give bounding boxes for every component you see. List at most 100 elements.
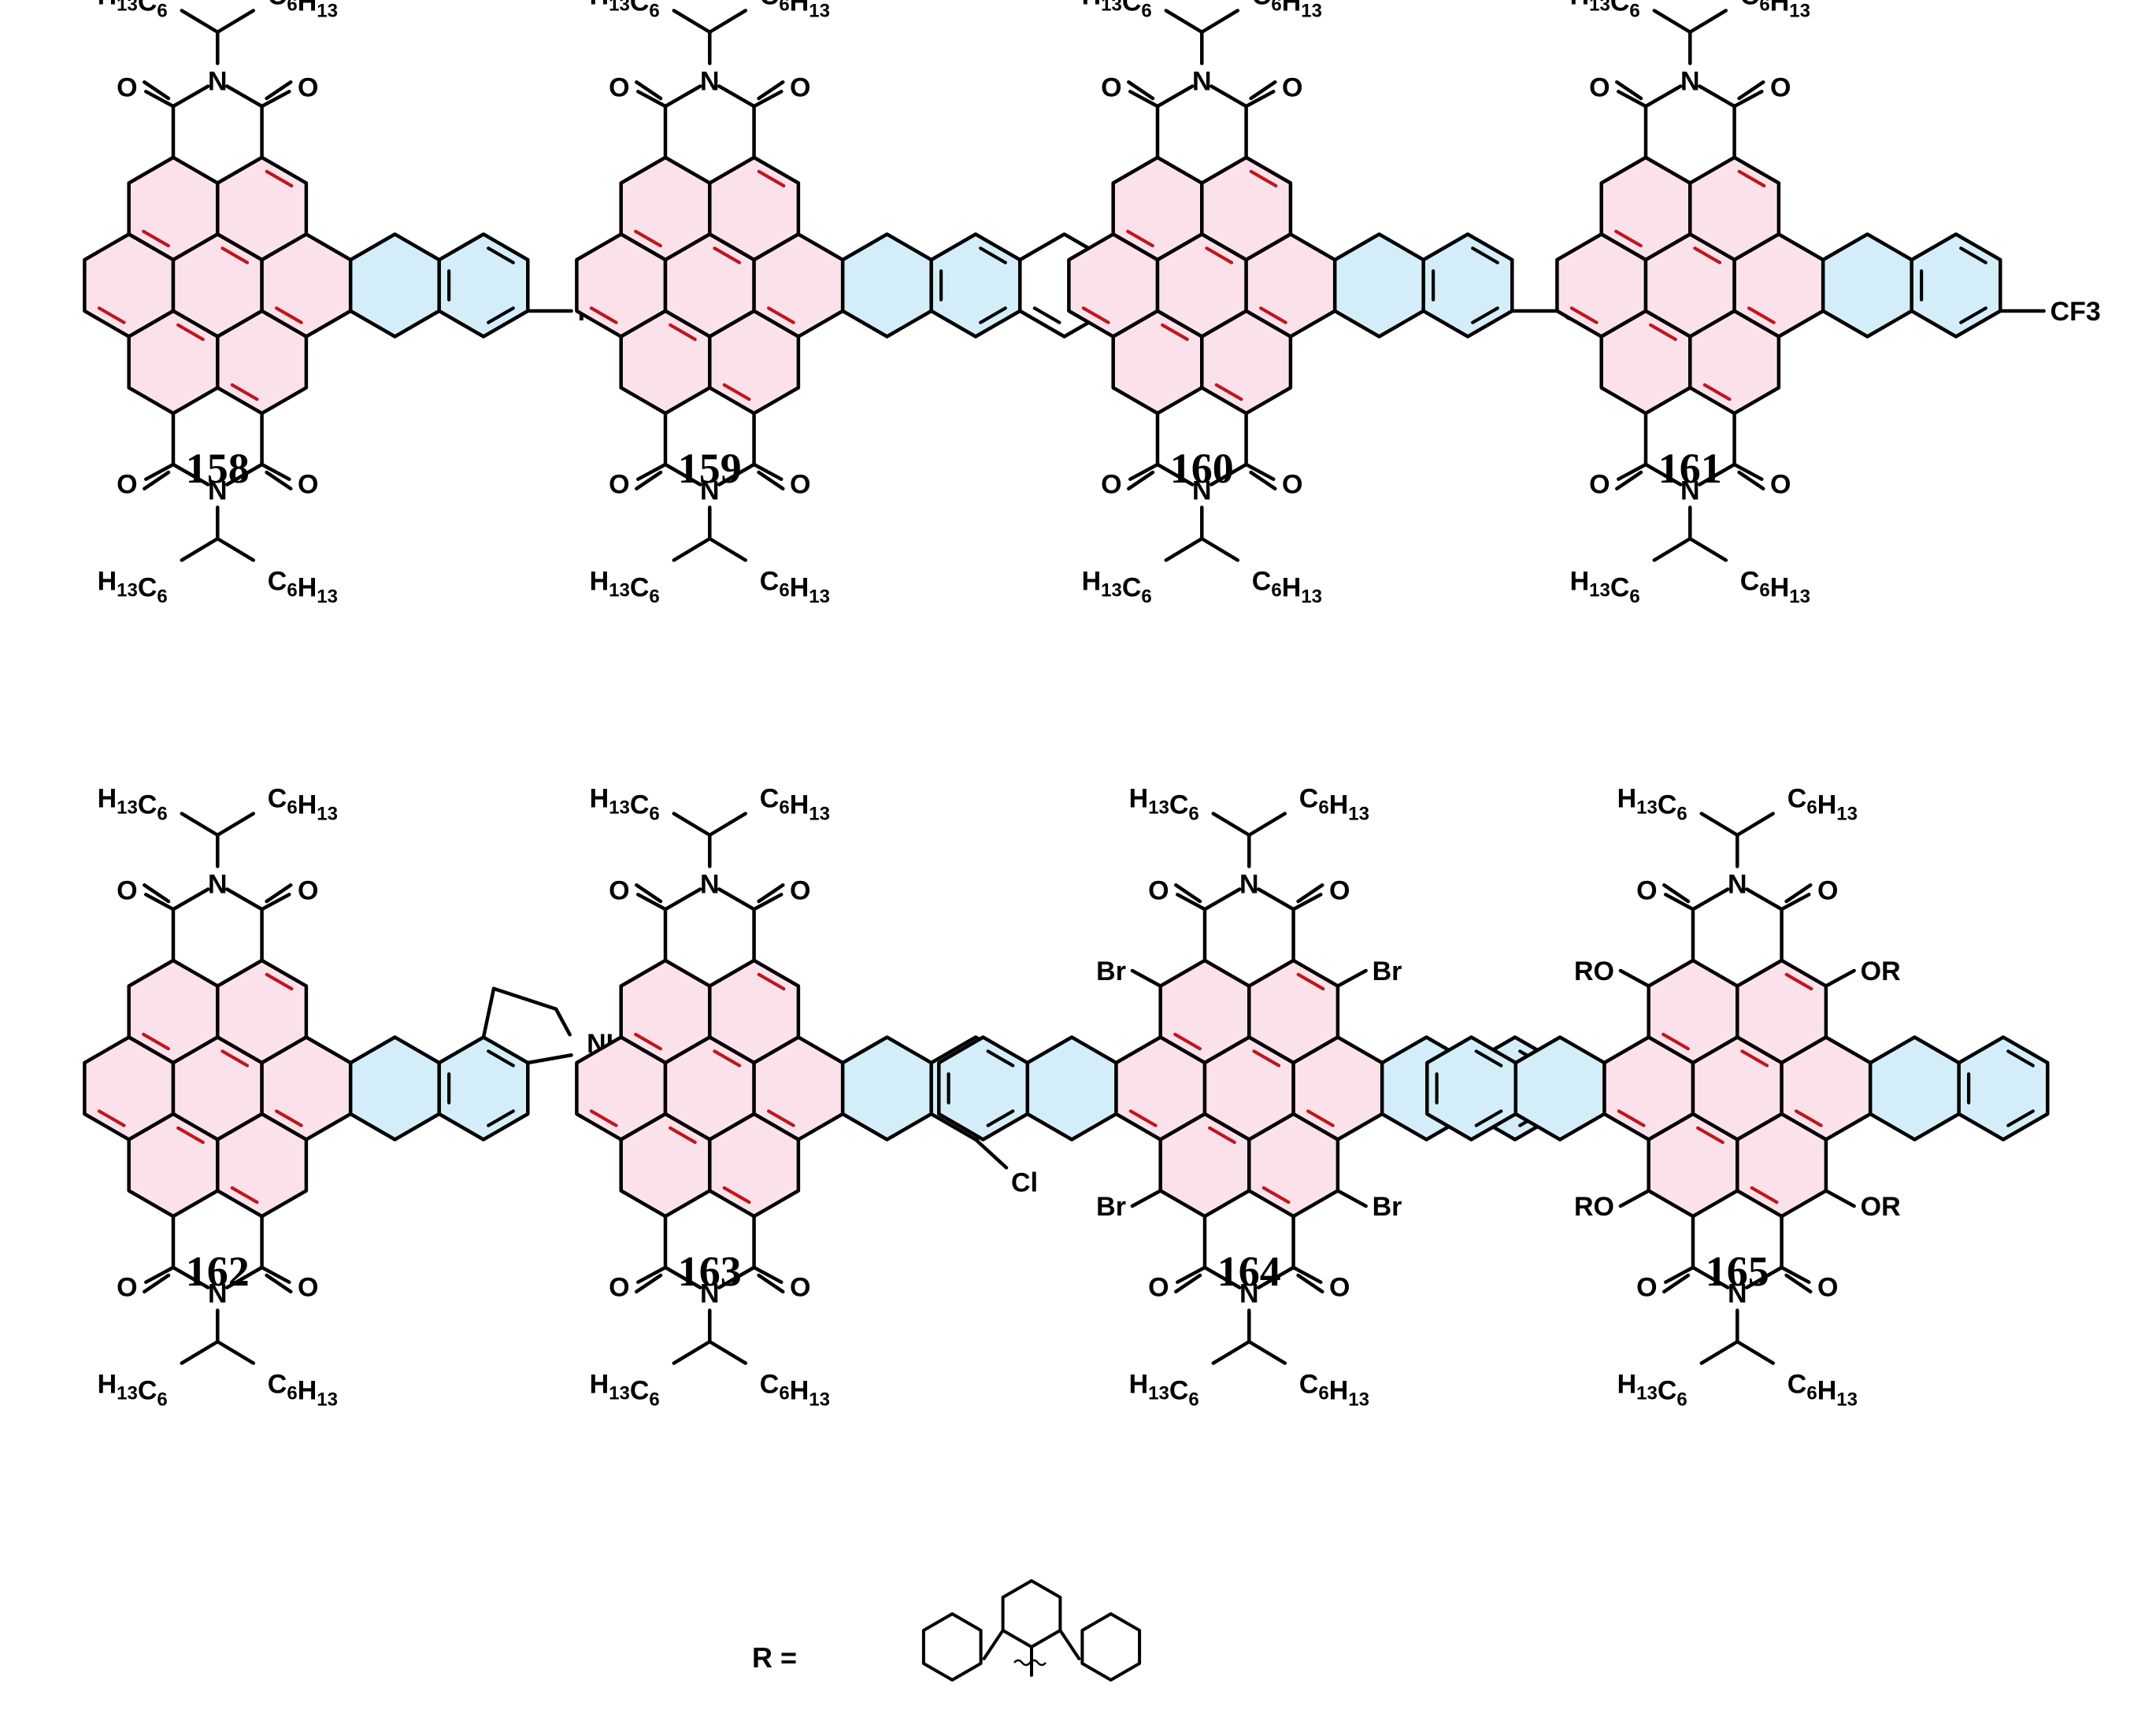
svg-text:H13C6: H13C6 [98, 1370, 168, 1411]
svg-text:O: O [1101, 470, 1121, 500]
svg-text:O: O [1282, 72, 1302, 102]
svg-text:OR: OR [1861, 1192, 1901, 1222]
svg-text:O: O [298, 470, 318, 500]
svg-text:O: O [1148, 1273, 1169, 1303]
svg-text:CF3: CF3 [2050, 297, 2101, 327]
svg-text:C6H13: C6H13 [268, 567, 338, 608]
svg-text:N: N [1680, 67, 1700, 97]
svg-text:N: N [1192, 476, 1212, 506]
svg-text:O: O [117, 72, 137, 102]
svg-text:H13C6: H13C6 [1617, 783, 1687, 824]
svg-text:O: O [1817, 875, 1838, 905]
svg-text:O: O [1101, 72, 1121, 102]
svg-text:C6H13: C6H13 [1299, 783, 1369, 824]
svg-text:N: N [1680, 476, 1700, 506]
svg-text:O: O [117, 875, 137, 905]
svg-text:O: O [1817, 1273, 1838, 1303]
svg-text:Br: Br [1373, 1192, 1402, 1222]
svg-text:N: N [1728, 870, 1747, 900]
svg-text:H13C6: H13C6 [1129, 1370, 1199, 1411]
svg-text:H13C6: H13C6 [98, 783, 168, 824]
svg-text:H13C6: H13C6 [1570, 567, 1640, 608]
svg-text:H13C6: H13C6 [98, 567, 168, 608]
svg-text:H13C6: H13C6 [1082, 567, 1152, 608]
compound-number-162: 162 [186, 1248, 250, 1295]
svg-text:H13C6: H13C6 [590, 567, 660, 608]
svg-text:C6H13: C6H13 [760, 783, 830, 824]
svg-text:H13C6: H13C6 [98, 0, 168, 21]
svg-text:O: O [1589, 72, 1610, 102]
svg-text:O: O [1148, 875, 1169, 905]
svg-text:O: O [298, 875, 318, 905]
svg-text:O: O [790, 1273, 810, 1303]
svg-text:O: O [790, 875, 810, 905]
svg-text:N: N [208, 1279, 228, 1309]
svg-text:Br: Br [1096, 1192, 1126, 1222]
svg-text:H13C6: H13C6 [1617, 1370, 1687, 1411]
compound-160-structure: NOOH13C6C6H13NOOH13C6C6H13COOH160 [1067, 0, 1643, 608]
svg-text:N: N [1192, 67, 1212, 97]
svg-text:N: N [700, 476, 720, 506]
compound-number-163: 163 [678, 1248, 742, 1295]
compound-number-164: 164 [1217, 1248, 1281, 1295]
svg-text:C6H13: C6H13 [1299, 1370, 1369, 1411]
svg-text:H13C6: H13C6 [590, 783, 660, 824]
svg-text:C6H13: C6H13 [1740, 0, 1810, 21]
svg-text:N: N [1728, 1279, 1747, 1309]
svg-text:C6H13: C6H13 [1740, 567, 1810, 608]
svg-text:O: O [1329, 1273, 1350, 1303]
svg-text:C6H13: C6H13 [1787, 783, 1858, 824]
svg-text:Br: Br [1373, 957, 1402, 986]
svg-text:H13C6: H13C6 [1082, 0, 1152, 21]
r-group-terphenyl [921, 1579, 1142, 1682]
svg-text:N: N [1239, 1279, 1259, 1309]
compound-158-structure: NOOH13C6C6H13NOOH13C6C6H13I158 [83, 0, 585, 608]
compound-162-structure: NOOH13C6C6H13NOOH13C6C6H13NH162 [83, 783, 625, 1411]
svg-text:RO: RO [1574, 1192, 1614, 1222]
svg-text:C6H13: C6H13 [268, 0, 338, 21]
svg-text:O: O [609, 72, 629, 102]
svg-text:N: N [208, 476, 228, 506]
svg-text:OR: OR [1861, 957, 1901, 986]
svg-text:RO: RO [1574, 957, 1614, 986]
svg-text:O: O [1636, 875, 1657, 905]
svg-text:O: O [298, 1273, 318, 1303]
svg-text:C6H13: C6H13 [268, 783, 338, 824]
svg-text:N: N [1239, 870, 1259, 900]
svg-text:C6H13: C6H13 [760, 567, 830, 608]
svg-text:O: O [298, 72, 318, 102]
svg-text:H13C6: H13C6 [590, 1370, 660, 1411]
svg-text:O: O [1589, 470, 1610, 500]
svg-text:O: O [1636, 1273, 1657, 1303]
svg-text:O: O [1770, 470, 1791, 500]
compound-number-159: 159 [678, 445, 742, 492]
svg-text:N: N [208, 67, 228, 97]
svg-text:O: O [790, 470, 810, 500]
svg-text:N: N [700, 67, 720, 97]
svg-text:C6H13: C6H13 [268, 1370, 338, 1411]
svg-text:H13C6: H13C6 [1570, 0, 1640, 21]
compound-number-165: 165 [1706, 1248, 1769, 1295]
svg-text:O: O [117, 1273, 137, 1303]
svg-text:N: N [700, 870, 720, 900]
svg-text:O: O [790, 72, 810, 102]
svg-text:H13C6: H13C6 [590, 0, 660, 21]
svg-text:Cl: Cl [1011, 1167, 1038, 1197]
compound-number-158: 158 [186, 445, 250, 492]
compound-number-161: 161 [1658, 445, 1722, 492]
svg-text:O: O [1282, 470, 1302, 500]
svg-text:H13C6: H13C6 [1129, 783, 1199, 824]
compound-159-structure: NOOH13C6C6H13NOOH13C6C6H13159 [575, 0, 1111, 608]
svg-text:C6H13: C6H13 [760, 1370, 830, 1411]
svg-text:C6H13: C6H13 [1252, 0, 1322, 21]
compound-number-160: 160 [1170, 445, 1234, 492]
svg-text:C6H13: C6H13 [1787, 1370, 1858, 1411]
svg-text:O: O [609, 1273, 629, 1303]
svg-text:O: O [117, 470, 137, 500]
svg-text:Br: Br [1096, 957, 1126, 986]
compound-161-structure: NOOH13C6C6H13NOOH13C6C6H13CF3161 [1555, 0, 2101, 608]
